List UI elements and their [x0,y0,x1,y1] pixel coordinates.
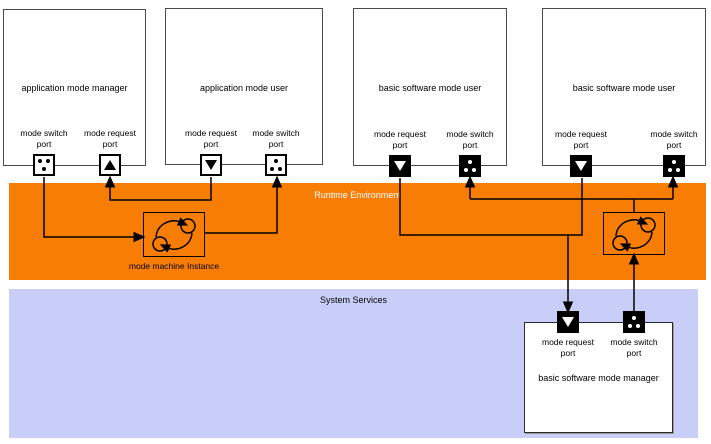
basic-software-mode-user-box-2: basic software mode user [542,8,706,166]
mode-machine-instance-label: mode machine Instance [128,261,220,271]
mode-request-port-icon [557,311,579,333]
component-title: application mode manager [21,83,128,93]
state-machine-icon [152,217,196,253]
mode-request-port-icon [389,155,411,177]
mode-request-port-icon [570,155,592,177]
application-mode-user-box: application mode user [165,8,323,165]
state-machine-icon [612,216,656,252]
mode-switch-port-icon [33,154,55,176]
down-triangle-icon [562,317,574,327]
system-services-label: System Services [319,295,388,305]
mode-switch-port-icon [265,154,287,176]
mode-switch-port-icon [663,155,685,177]
component-title: basic software mode manager [538,373,659,383]
component-title: application mode user [199,83,289,93]
mode-request-port-icon [99,154,121,176]
component-title: basic software mode user [572,83,676,93]
basic-software-mode-manager-box: basic software mode manager [524,322,673,433]
down-triangle-icon [394,161,406,171]
mode-switch-port-icon [623,311,645,333]
runtime-environment-label: Runtime Environment [314,190,401,200]
application-mode-manager-box: application mode manager [3,9,146,166]
mode-switch-port-icon [459,155,481,177]
mode-request-port-icon [200,154,222,176]
basic-software-mode-user-box-1: basic software mode user [353,8,507,166]
up-triangle-icon [104,160,116,170]
down-triangle-icon [575,161,587,171]
component-title: basic software mode user [378,83,482,93]
down-triangle-icon [205,160,217,170]
